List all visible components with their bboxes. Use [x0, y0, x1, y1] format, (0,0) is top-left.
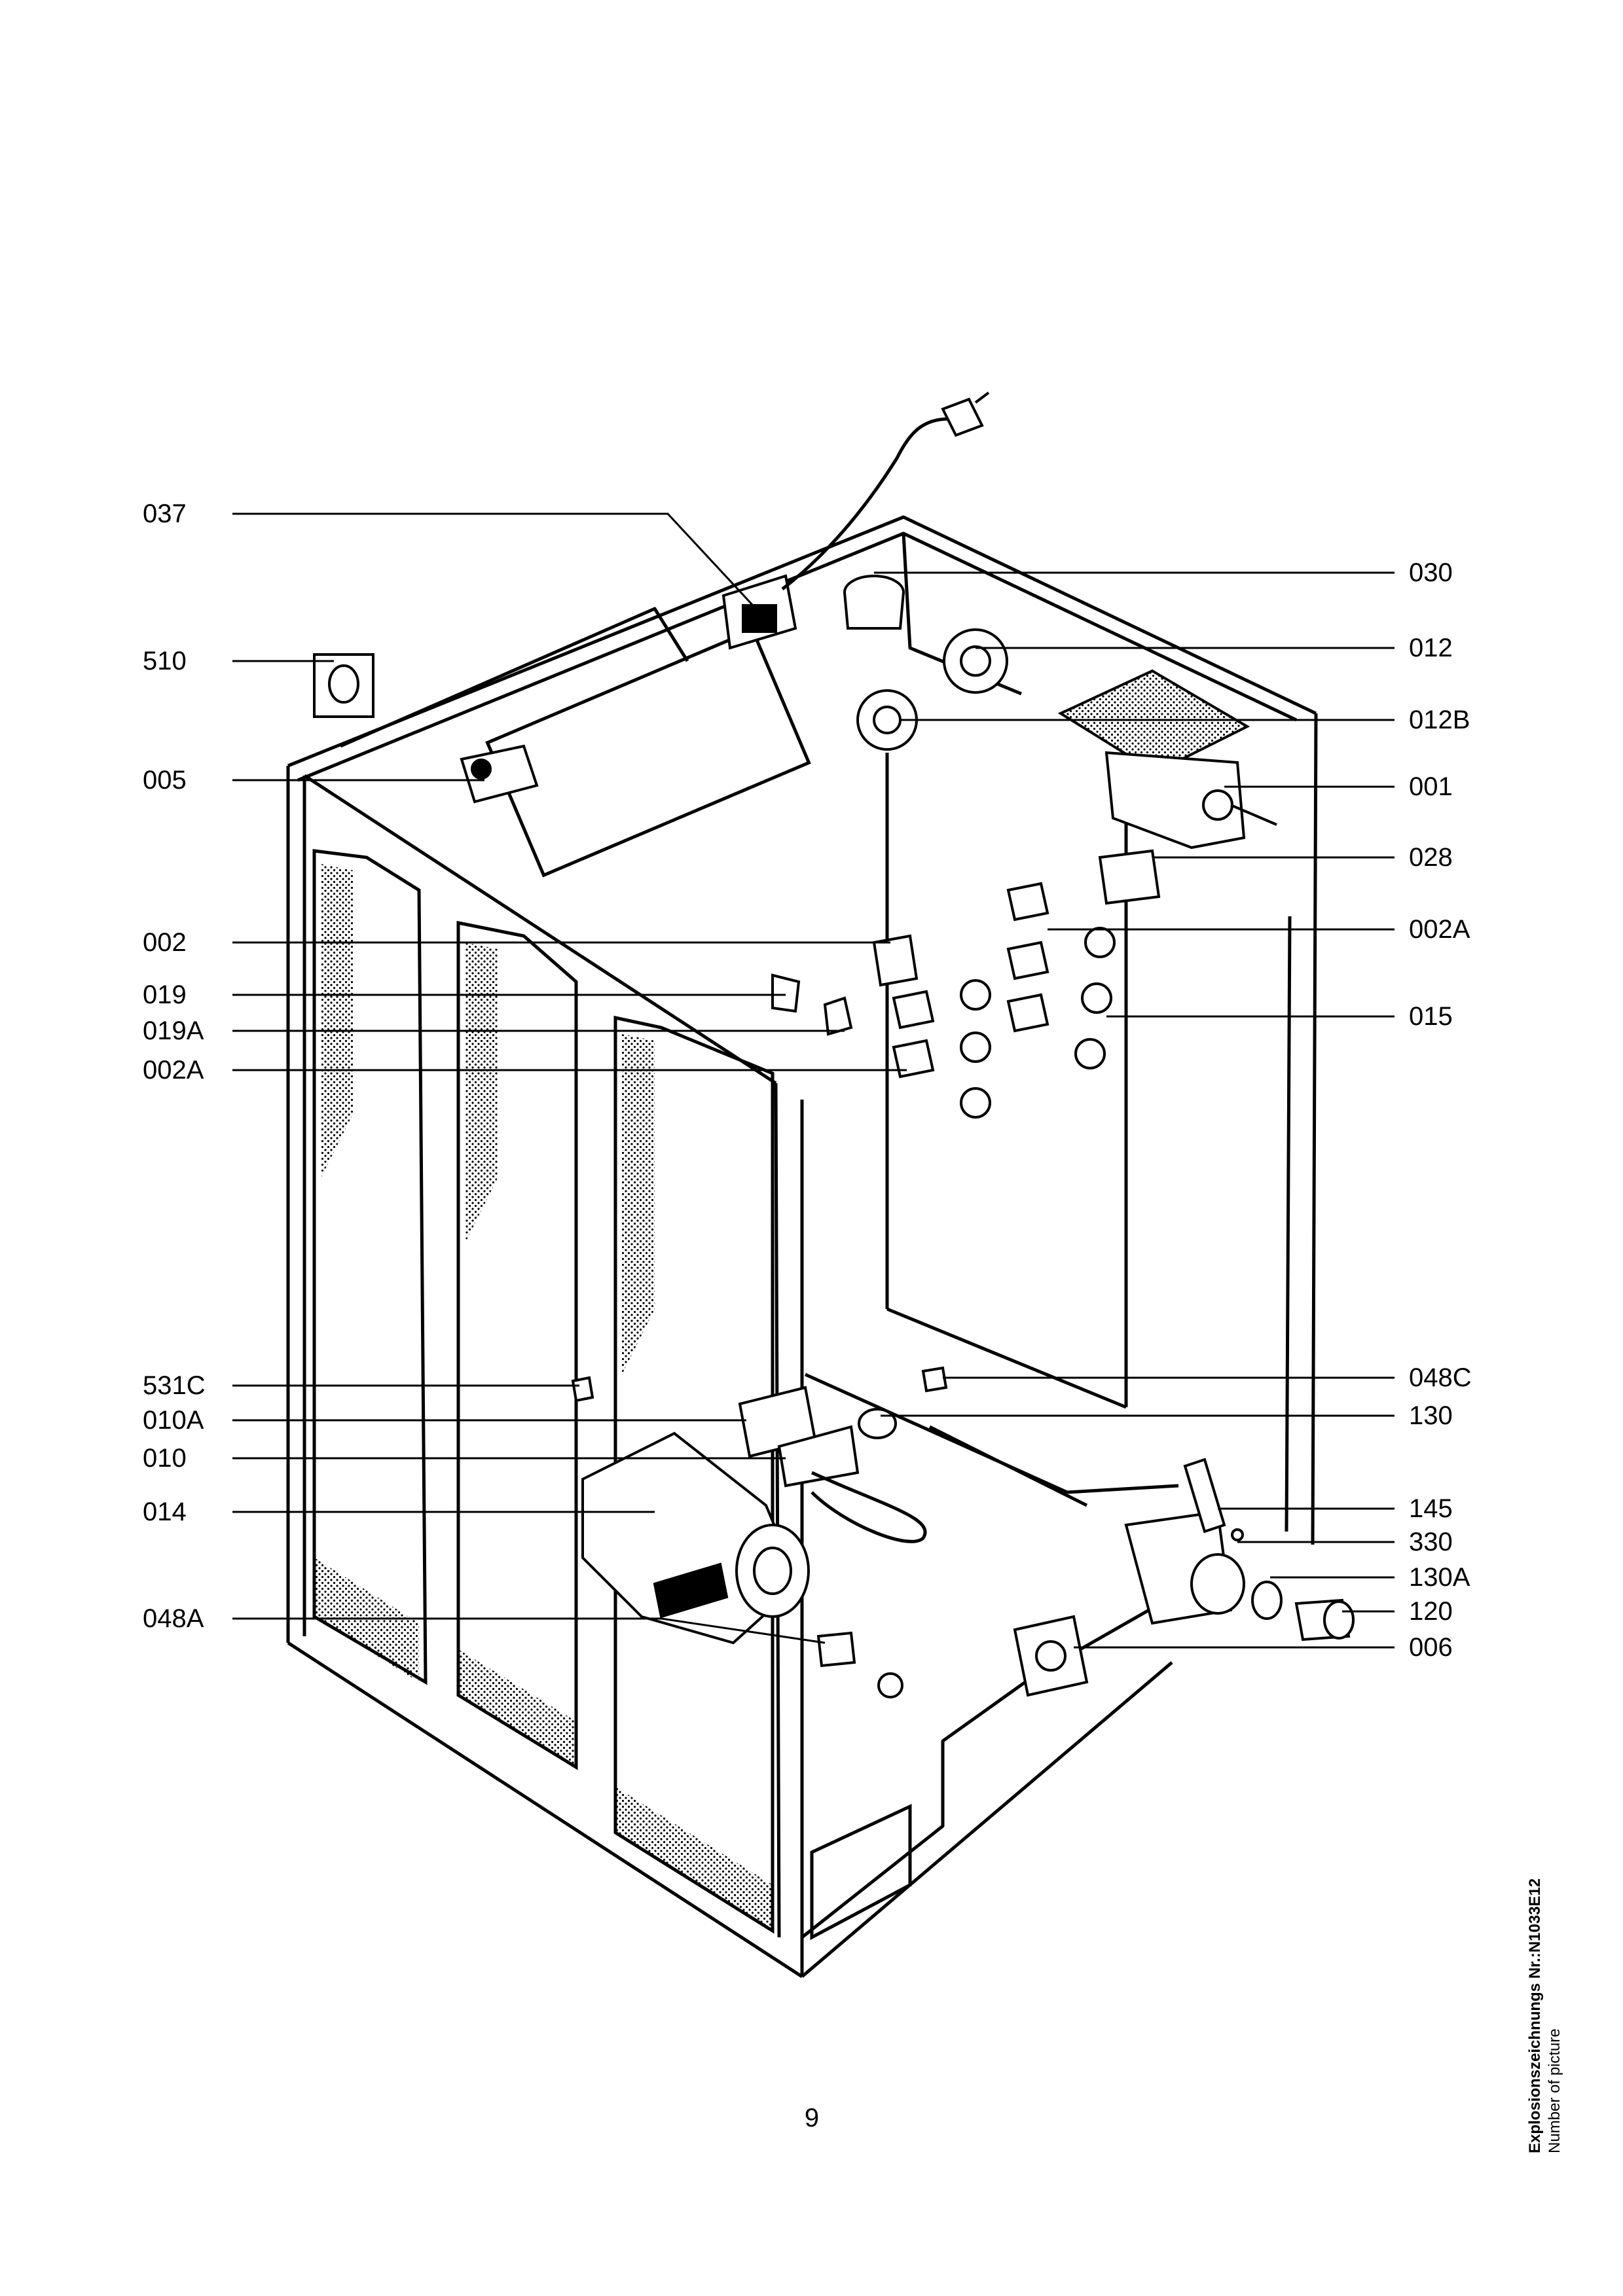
- callout-048A: 048A: [143, 1604, 204, 1633]
- picture-number-block: Explosionszeichnungs Nr.:N1033E12 Number…: [1525, 1787, 1578, 2153]
- callout-037: 037: [143, 499, 187, 528]
- callout-014: 014: [143, 1498, 187, 1526]
- callout-030: 030: [1409, 558, 1453, 587]
- callout-330: 330: [1409, 1528, 1453, 1556]
- leader-037: [232, 512, 754, 607]
- callout-120: 120: [1409, 1597, 1453, 1626]
- callout-145: 145: [1409, 1494, 1453, 1523]
- callout-002: 002: [143, 928, 187, 957]
- picture-number-subtitle: Number of picture: [1546, 2028, 1563, 2153]
- page-number: 9: [804, 2104, 820, 2132]
- callout-012: 012: [1409, 634, 1453, 662]
- callout-010: 010: [143, 1444, 187, 1473]
- picture-number-title: Explosionszeichnungs Nr.:N1033E12: [1526, 1878, 1544, 2153]
- callout-005: 005: [143, 766, 187, 795]
- callout-002A-right: 002A: [1409, 915, 1470, 944]
- callout-015: 015: [1409, 1002, 1453, 1031]
- callout-012B: 012B: [1409, 706, 1470, 734]
- callout-510: 510: [143, 647, 187, 675]
- side-panels: [312, 628, 912, 1941]
- callout-130A: 130A: [1409, 1563, 1470, 1592]
- callout-130: 130: [1409, 1401, 1453, 1430]
- callout-048C: 048C: [1409, 1363, 1472, 1392]
- leader-048A: [232, 1617, 826, 1644]
- callout-001: 001: [1409, 772, 1453, 801]
- leader-lines: [232, 512, 1395, 1649]
- callout-019A: 019A: [143, 1016, 204, 1045]
- callout-002A-left: 002A: [143, 1056, 204, 1085]
- callout-028: 028: [1409, 843, 1453, 872]
- callout-006: 006: [1409, 1633, 1453, 1662]
- callout-531C: 531C: [143, 1371, 206, 1400]
- callout-019: 019: [143, 980, 187, 1009]
- callout-010A: 010A: [143, 1406, 204, 1435]
